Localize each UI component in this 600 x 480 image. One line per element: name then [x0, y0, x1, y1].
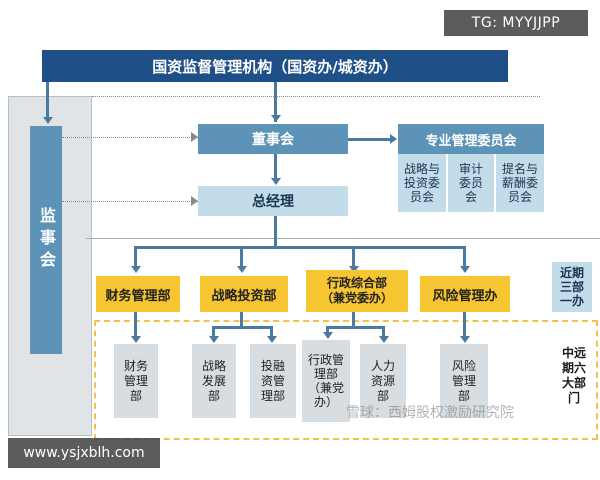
connector-board-gm [274, 154, 277, 180]
watermark-tag-text: TG: MYYJJPP [471, 15, 561, 31]
sub-drop-2a [212, 326, 215, 338]
sub-department-label: 财务管理部 [123, 358, 148, 403]
department-label: 财务管理部 [105, 288, 171, 304]
watermark-tag: TG: MYYJJPP [444, 10, 588, 36]
sub-arrow-1 [131, 336, 141, 343]
connector-top-board [274, 82, 277, 122]
dotted-sup-gm [62, 201, 198, 202]
near-term-label-box: 近期三部一办 [552, 262, 592, 312]
mid-term-label-box: 中远期六大部门 [556, 338, 592, 414]
committee-member-label: 提名与薪酬委员会 [502, 162, 539, 204]
general-manager-label: 总经理 [252, 194, 294, 210]
sub-department-investment: 投融资管理部 [250, 344, 296, 418]
sub-department-label: 人力资源部 [370, 358, 395, 403]
dotted-sup-board [62, 137, 198, 138]
committee-title-box: 专业管理委员会 [398, 124, 544, 154]
sub-department-label: 战略发展部 [201, 358, 226, 403]
sub-department-admin: 行政管理部（兼党办） [302, 340, 350, 422]
sub-department-risk: 风险管理部 [440, 344, 488, 418]
sub-split-3 [352, 312, 355, 326]
board-of-directors-box: 董事会 [198, 124, 348, 154]
supervisory-board-box: 监事会 [30, 126, 62, 354]
drop-dept-1 [134, 246, 137, 268]
department-label: 风险管理办 [432, 288, 498, 304]
drop-dept-4 [463, 246, 466, 268]
committee-member-strategy: 战略与投资委员会 [398, 154, 446, 212]
arrow-to-board [271, 115, 281, 122]
watermark-url: www.ysjxblh.com [8, 438, 160, 468]
board-label: 董事会 [252, 132, 294, 148]
top-authority-box: 国资监督管理机构（国资办/城资办） [42, 50, 508, 82]
near-term-label: 近期三部一办 [559, 266, 584, 308]
connector-top-supervisory [46, 82, 49, 120]
committee-member-audit: 审计委员会 [448, 154, 494, 212]
arrow-dept-1 [131, 266, 141, 273]
sub-arrow-4 [460, 336, 470, 343]
arrow-to-committee [390, 134, 397, 144]
watermark-url-text: www.ysjxblh.com [23, 445, 145, 461]
sub-split-2 [240, 312, 243, 326]
committee-member-nomination: 提名与薪酬委员会 [496, 154, 544, 212]
arrow-sup-board [191, 132, 198, 142]
sub-drop-2b [270, 326, 273, 338]
arrow-sup-gm [191, 196, 198, 206]
arrow-dept-3 [349, 266, 359, 273]
department-bus [134, 246, 466, 249]
sub-drop-1 [134, 312, 137, 338]
top-authority-label: 国资监督管理机构（国资办/城资办） [152, 57, 398, 76]
sub-arrow-3a [323, 332, 333, 339]
arrow-dept-4 [460, 266, 470, 273]
mid-term-frame [94, 320, 598, 440]
sub-department-strategy-dev: 战略发展部 [192, 344, 236, 418]
committee-title: 专业管理委员会 [425, 133, 517, 149]
arrow-to-supervisory [43, 117, 53, 124]
arrow-to-gm [271, 178, 281, 185]
drop-dept-3 [352, 246, 355, 268]
sub-arrow-2b [267, 336, 277, 343]
sub-drop-3b [382, 326, 385, 338]
drop-dept-2 [240, 246, 243, 268]
sub-department-label: 行政管理部（兼党办） [308, 353, 345, 409]
department-admin: 行政综合部 （兼党委办） [306, 270, 408, 312]
department-finance: 财务管理部 [96, 276, 180, 312]
sub-arrow-3b [379, 336, 389, 343]
general-manager-box: 总经理 [198, 186, 348, 216]
sub-bus-2 [212, 326, 272, 329]
sub-department-finance: 财务管理部 [114, 344, 158, 418]
arrow-dept-2 [237, 266, 247, 273]
near-term-divider [86, 238, 600, 239]
sub-arrow-2a [209, 336, 219, 343]
sub-drop-4 [463, 312, 466, 338]
connector-gm-bus [274, 216, 277, 248]
department-label: 行政综合部 （兼党委办） [320, 276, 393, 305]
overlay-watermark-text: 雪球：西姆股权激励研究院 [346, 405, 514, 421]
department-strategy: 战略投资部 [200, 276, 288, 312]
department-risk-office: 风险管理办 [420, 276, 510, 312]
sub-department-label: 风险管理部 [451, 358, 476, 403]
supervisory-board-label: 监事会 [37, 207, 56, 273]
sub-bus-3 [326, 326, 384, 329]
sub-department-label: 投融资管理部 [260, 358, 285, 403]
connector-board-committee [348, 138, 392, 141]
sub-department-hr: 人力资源部 [360, 344, 406, 418]
sub-drop-3a [326, 326, 329, 334]
committee-member-label: 审计委员会 [458, 162, 483, 204]
department-label: 战略投资部 [211, 288, 277, 304]
mid-term-label: 中远期六大部门 [562, 346, 587, 405]
dotted-guide-top [92, 96, 540, 97]
overlay-watermark: 雪球：西姆股权激励研究院 [346, 402, 586, 424]
committee-member-label: 战略与投资委员会 [404, 162, 441, 204]
